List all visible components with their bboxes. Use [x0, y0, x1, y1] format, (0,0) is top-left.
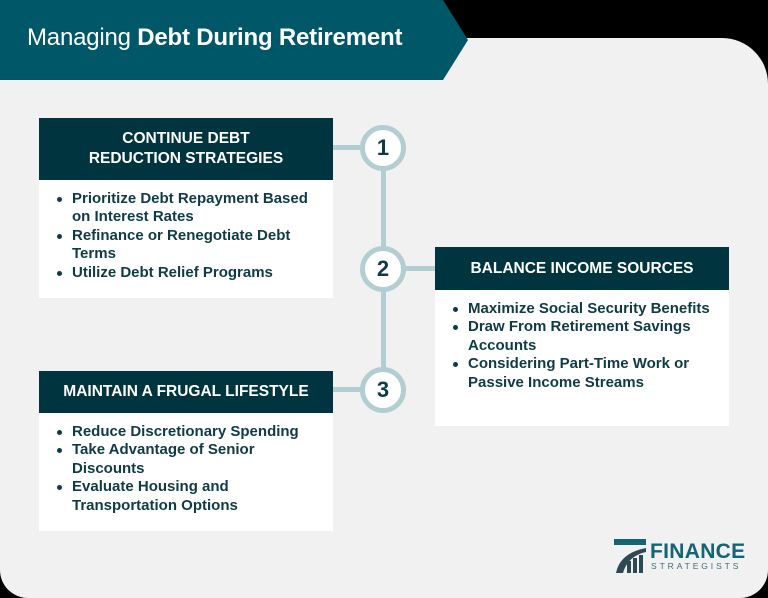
- step-card-title: BALANCE INCOME SOURCES: [435, 247, 729, 290]
- page-title: Managing Debt During Retirement: [27, 24, 403, 51]
- step-card-title: MAINTAIN A FRUGAL LIFESTYLE: [39, 371, 333, 413]
- list-item: Utilize Debt Relief Programs: [57, 264, 323, 282]
- step-number-1: 1: [360, 125, 406, 171]
- list-item: Considering Part-Time Work or Passive In…: [453, 355, 719, 392]
- step-card-list: Maximize Social Security Benefits Draw F…: [435, 290, 729, 392]
- step-card-list: Prioritize Debt Repayment Based on Inter…: [39, 180, 333, 282]
- connector-h-2: [400, 266, 436, 271]
- connector-v-2-3: [381, 288, 386, 374]
- list-item: Maximize Social Security Benefits: [453, 300, 719, 318]
- step-number-2: 2: [360, 246, 406, 292]
- step-card-3: MAINTAIN A FRUGAL LIFESTYLE Reduce Discr…: [39, 371, 333, 531]
- connector-v-1-2: [381, 168, 386, 256]
- list-item: Take Advantage of Senior Discounts: [57, 441, 323, 478]
- connector-h-1: [333, 145, 369, 150]
- step-card-title: CONTINUE DEBT REDUCTION STRATEGIES: [39, 118, 333, 180]
- finance-strategists-logo: FINANCE STRATEGISTS: [614, 539, 745, 575]
- step-card-2: BALANCE INCOME SOURCES Maximize Social S…: [435, 247, 729, 426]
- step-number-3: 3: [360, 367, 406, 413]
- list-item: Reduce Discretionary Spending: [57, 423, 323, 441]
- logo-bars-icon: [614, 539, 646, 573]
- step-card-list: Reduce Discretionary Spending Take Advan…: [39, 413, 333, 515]
- list-item: Refinance or Renegotiate Debt Terms: [57, 227, 323, 264]
- list-item: Evaluate Housing and Transportation Opti…: [57, 478, 323, 515]
- step-card-1: CONTINUE DEBT REDUCTION STRATEGIES Prior…: [39, 118, 333, 298]
- title-banner: Managing Debt During Retirement: [0, 0, 468, 80]
- list-item: Draw From Retirement Savings Accounts: [453, 318, 719, 355]
- list-item: Prioritize Debt Repayment Based on Inter…: [57, 190, 323, 227]
- connector-h-3: [333, 387, 369, 392]
